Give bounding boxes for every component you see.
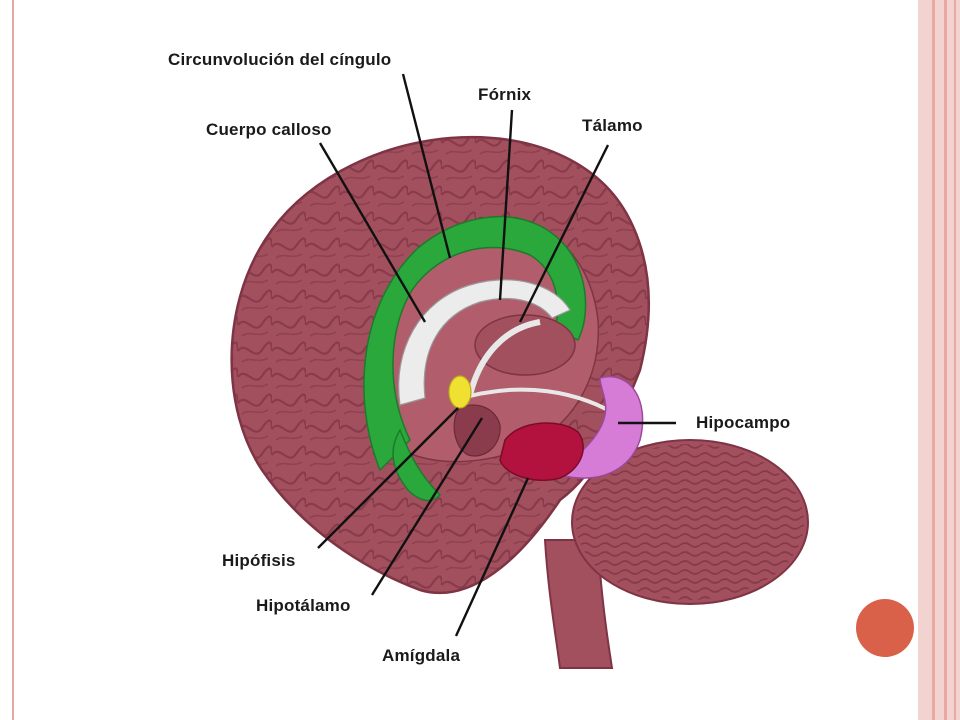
slide-frame-left	[0, 0, 14, 720]
frame-stripe	[944, 0, 947, 720]
frame-stripe	[954, 0, 956, 720]
amygdala	[499, 422, 584, 482]
accent-circle	[856, 599, 914, 657]
cerebellum-folia	[576, 444, 804, 600]
label-corpus-callosum: Cuerpo calloso	[206, 120, 332, 139]
leader-lines	[317, 73, 676, 637]
label-pituitary: Hipófisis	[222, 551, 296, 570]
corpus-callosum	[398, 279, 571, 406]
fornix	[467, 319, 541, 396]
label-cingulate: Circunvolución del cíngulo	[168, 50, 392, 69]
thalamus	[474, 314, 576, 376]
slide-frame-right	[918, 0, 960, 720]
pituitary	[448, 375, 472, 409]
label-thalamus: Tálamo	[582, 116, 643, 135]
cingulate-lower	[392, 428, 442, 502]
label-fornix: Fórnix	[478, 85, 532, 104]
label-hypothalamus: Hipotálamo	[256, 596, 351, 615]
label-amygdala: Amígdala	[382, 646, 461, 665]
label-hippocampus: Hipocampo	[696, 413, 791, 432]
frame-stripe	[932, 0, 935, 720]
cingulate-gyrus	[363, 215, 587, 472]
